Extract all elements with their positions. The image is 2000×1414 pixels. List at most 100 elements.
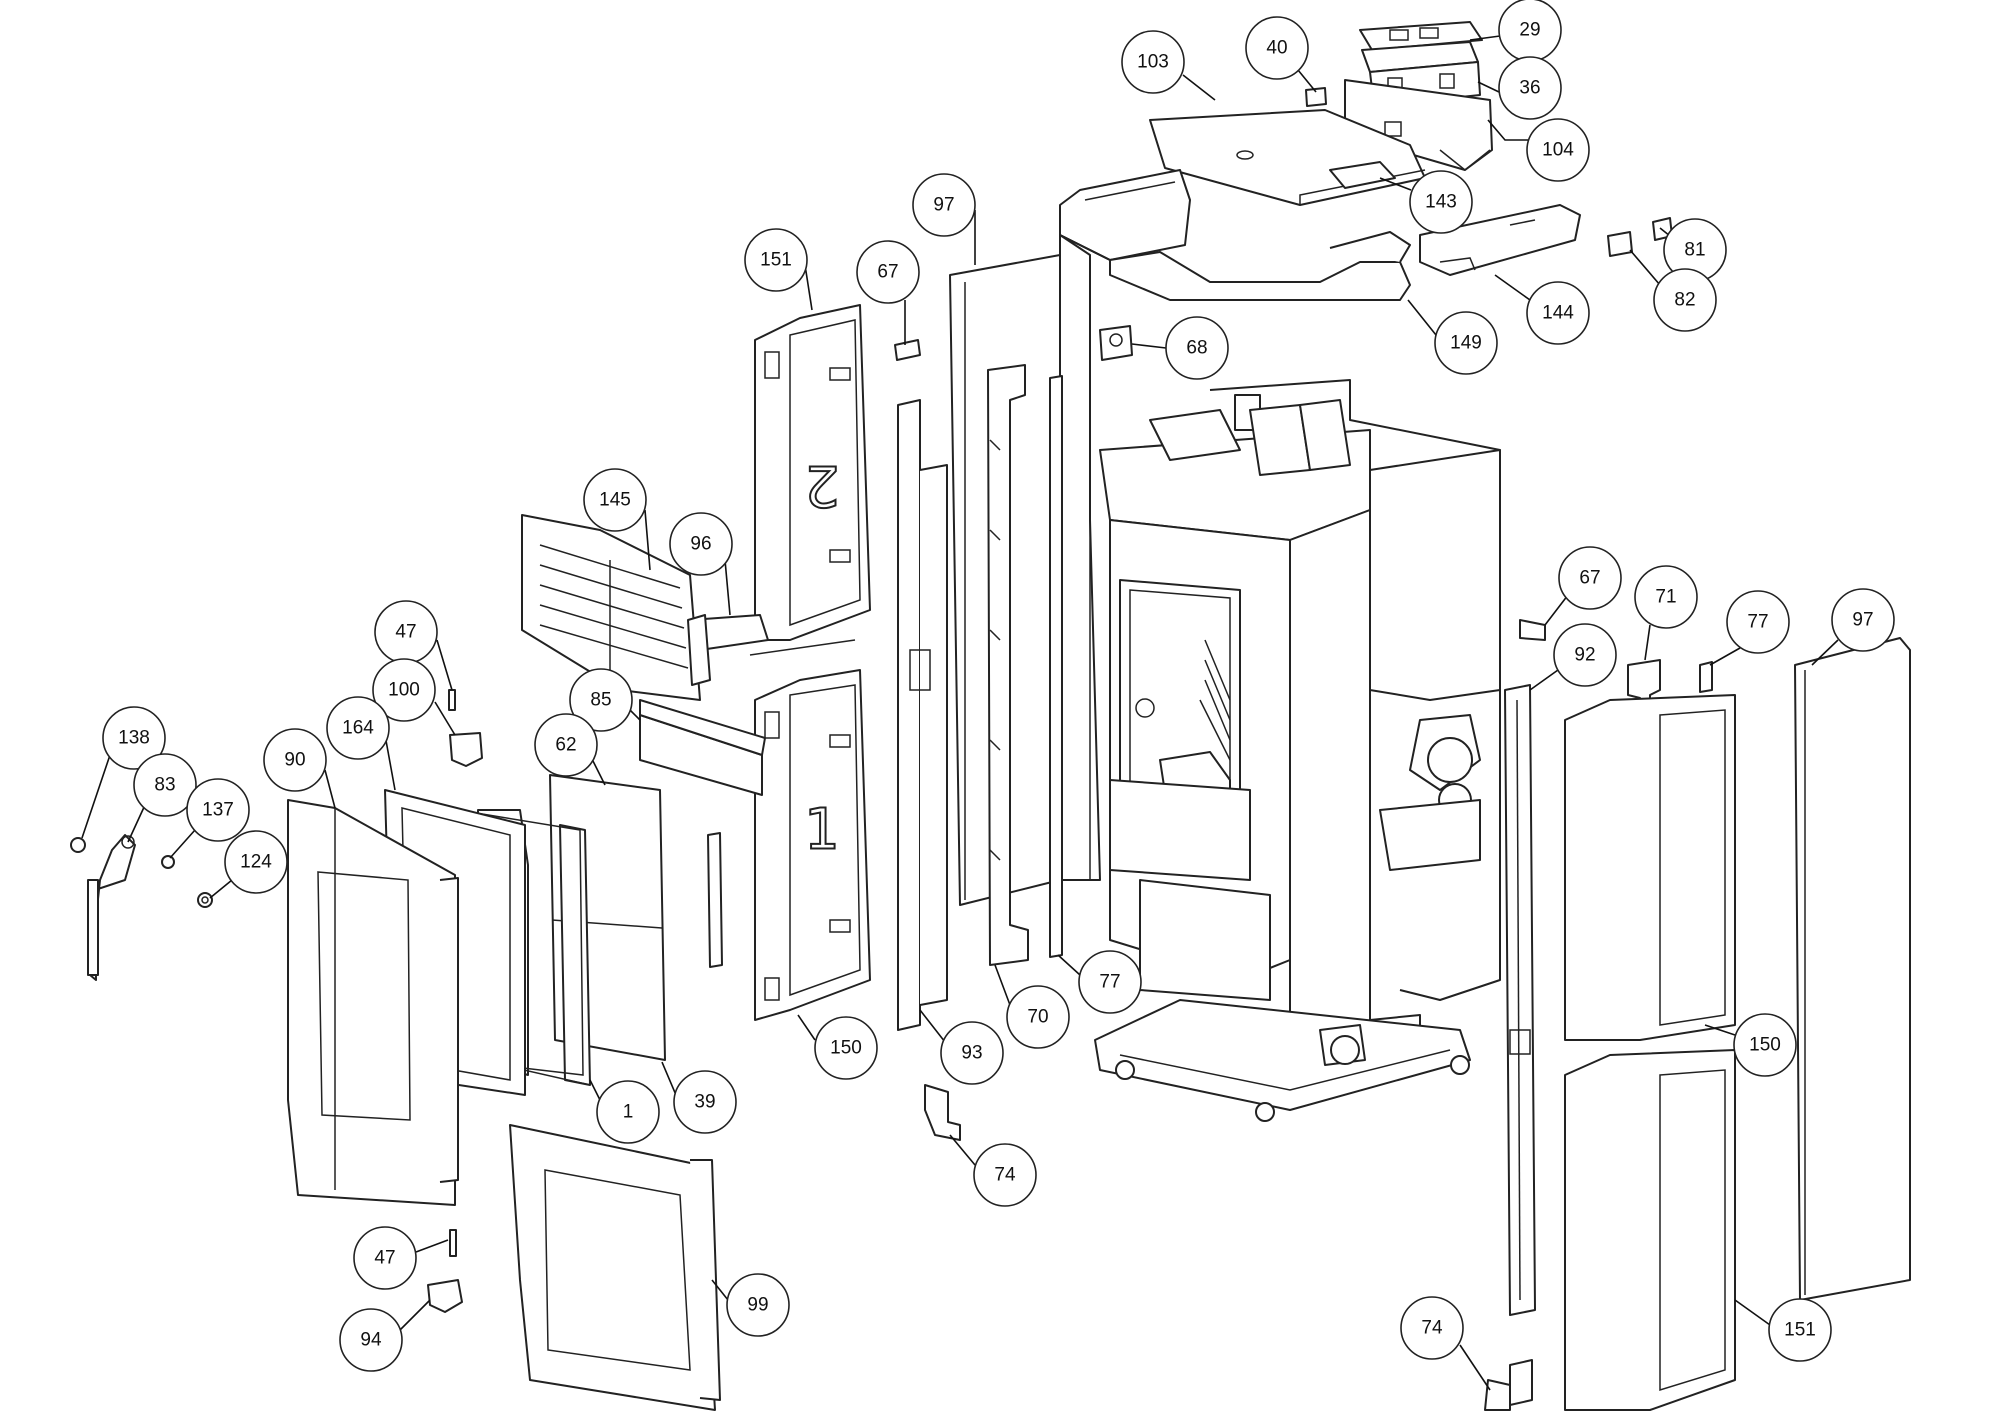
callout-103: 103 (1121, 30, 1185, 94)
parts-layer (70, 21, 1911, 1411)
callout-93: 93 (940, 1021, 1004, 1085)
leader-line-103 (1182, 74, 1216, 101)
callout-label: 47 (395, 622, 416, 643)
callout-label: 77 (1747, 612, 1768, 633)
callout-circle (569, 668, 633, 732)
callout-1: 1 (596, 1080, 660, 1144)
panel-mark-upper: 2 (804, 453, 840, 518)
callout-29: 29 (1498, 0, 1562, 62)
leader-line-104 (1487, 119, 1528, 141)
leader-line-90 (324, 769, 336, 809)
leader-line-70 (994, 964, 1011, 1006)
callout-label: 97 (1852, 610, 1873, 631)
leader-line-96 (724, 559, 731, 616)
callout-circle (1634, 565, 1698, 629)
callout-circle (1733, 1013, 1797, 1077)
callout-40: 40 (1245, 16, 1309, 80)
callout-label: 164 (342, 718, 374, 739)
strip-77 (1049, 375, 1063, 958)
leader-line-39 (661, 1061, 677, 1096)
leader-line-150 (1704, 1024, 1736, 1036)
lower-front-99 (509, 1124, 721, 1411)
callout-circle (673, 1070, 737, 1134)
callout-92: 92 (1553, 623, 1617, 687)
leader-lines (81, 35, 1839, 1391)
leader-line-77 (1709, 647, 1741, 666)
callout-circle (1768, 1298, 1832, 1362)
callout-label: 103 (1137, 52, 1169, 73)
callout-149: 149 (1434, 311, 1498, 375)
callout-label: 77 (1099, 972, 1120, 993)
stove-body (1059, 234, 1501, 1122)
callout-137: 137 (186, 778, 250, 842)
callout-circle (1409, 170, 1473, 234)
callout-label: 70 (1027, 1007, 1048, 1028)
leader-line-36 (1477, 81, 1500, 93)
bracket-68 (1099, 325, 1133, 361)
callout-label: 82 (1674, 290, 1695, 311)
callout-100: 100 (372, 658, 436, 722)
callout-circle (726, 1273, 790, 1337)
callout-circle (912, 173, 976, 237)
callout-74: 74 (1400, 1296, 1464, 1360)
callout-circle (186, 778, 250, 842)
callout-label: 151 (1784, 1320, 1816, 1341)
callout-label: 92 (1574, 645, 1595, 666)
callout-68: 68 (1165, 316, 1229, 380)
callout-label: 151 (760, 250, 792, 271)
washer-124 (197, 892, 213, 908)
callout-81: 81 (1663, 218, 1727, 282)
handle-83 (87, 834, 136, 981)
callout-138: 138 (102, 706, 166, 770)
callout-circle (1245, 16, 1309, 80)
lower-side-panel-151-right (1564, 1049, 1736, 1411)
hinge-pin-47-bottom (449, 1229, 457, 1257)
upper-side-panel-150-right (1564, 694, 1736, 1041)
callout-circle (583, 468, 647, 532)
callout-circle (1121, 30, 1185, 94)
callout-label: 94 (360, 1330, 382, 1351)
callout-label: 1 (623, 1102, 634, 1123)
callout-97: 97 (1831, 588, 1895, 652)
callout-90: 90 (263, 728, 327, 792)
leader-line-71 (1644, 624, 1651, 661)
callout-150: 150 (814, 1016, 878, 1080)
callout-144: 144 (1526, 281, 1590, 345)
callout-circle (263, 728, 327, 792)
callout-circle (1526, 281, 1590, 345)
callout-circle (1078, 950, 1142, 1014)
leader-line-145 (644, 509, 651, 571)
bracket-67-right (1519, 619, 1546, 641)
callout-label: 124 (240, 852, 272, 873)
leader-line-67 (1544, 594, 1569, 626)
callout-145: 145 (583, 468, 647, 532)
leader-line-74 (949, 1134, 976, 1166)
bracket-67-left (894, 339, 921, 361)
sensor-143 (1329, 161, 1396, 189)
leader-line-144 (1494, 274, 1531, 301)
panel-mark-lower: 1 (804, 798, 840, 863)
hinge-100 (449, 732, 483, 767)
leader-line-77 (1057, 954, 1081, 976)
callout-82: 82 (1653, 268, 1717, 332)
callout-label: 40 (1266, 38, 1287, 59)
leader-line-47 (436, 639, 453, 691)
callout-151: 151 (744, 228, 808, 292)
leader-line-85 (629, 709, 641, 721)
rear-side-panel-97-right (1794, 637, 1911, 1301)
callout-circle (1434, 311, 1498, 375)
callout-label: 96 (690, 534, 711, 555)
callout-83: 83 (133, 753, 197, 817)
leader-line-151 (1734, 1299, 1771, 1326)
leader-line-124 (209, 879, 233, 899)
callout-circle (1165, 316, 1229, 380)
front-grille-145 (521, 514, 711, 701)
callout-36: 36 (1498, 56, 1562, 120)
callout-label: 143 (1425, 192, 1457, 213)
callout-label: 97 (933, 195, 954, 216)
callout-circle (1558, 546, 1622, 610)
upper-side-panel-151 (754, 304, 871, 641)
leader-line-1 (589, 1079, 601, 1101)
leader-line-29 (1469, 35, 1501, 41)
callout-circle (1006, 985, 1070, 1049)
